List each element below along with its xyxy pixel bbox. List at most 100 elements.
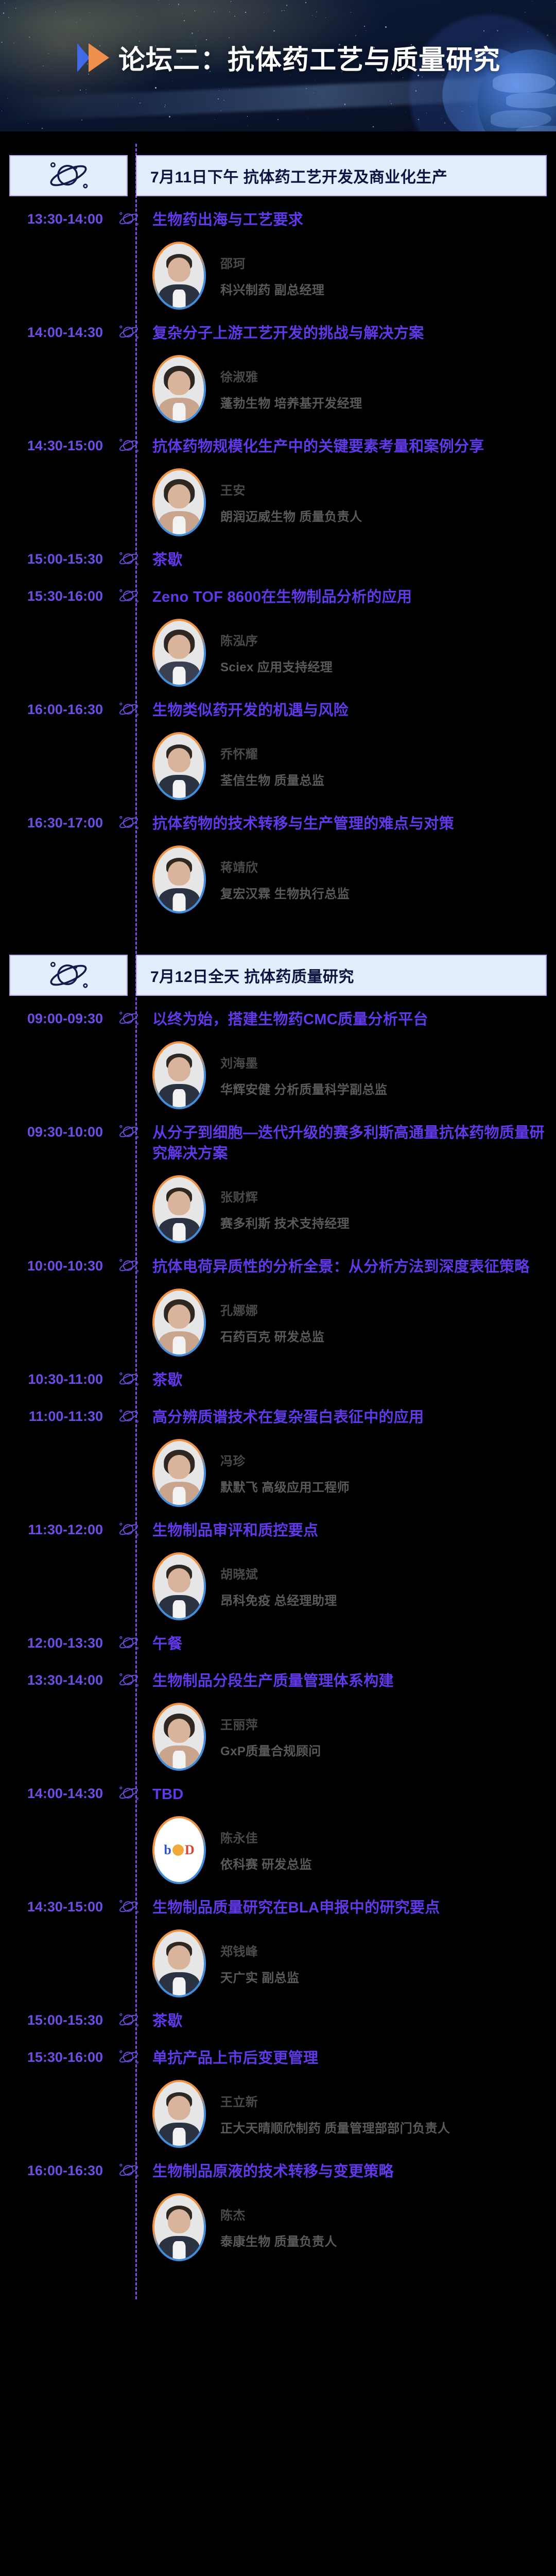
session-title[interactable]: 抗体电荷异质性的分析全景：从分析方法到深度表征策略	[152, 1259, 530, 1275]
speaker-name: 乔怀耀	[220, 748, 258, 761]
session-body: 抗体电荷异质性的分析全景：从分析方法到深度表征策略孔娜娜石药百克 研发总监	[145, 1257, 547, 1357]
session-title[interactable]: 茶歇	[152, 552, 183, 568]
session-time: 13:30-14:00	[27, 211, 103, 227]
session-body: 午餐	[145, 1634, 547, 1654]
session-body: 茶歇	[145, 550, 547, 570]
session-title[interactable]: 生物药出海与工艺要求	[152, 212, 304, 228]
session-body: 茶歇	[145, 2011, 547, 2031]
saturn-planet-icon	[117, 1258, 141, 1274]
session-title[interactable]: 午餐	[152, 1636, 183, 1652]
session-row[interactable]: 15:00-15:30 茶歇	[0, 536, 556, 573]
avatar	[152, 1439, 206, 1507]
day-icon-box	[9, 955, 128, 996]
session-title[interactable]: 复杂分子上游工艺开发的挑战与解决方案	[152, 325, 424, 342]
session-title[interactable]: TBD	[152, 1786, 184, 1803]
saturn-planet-icon	[117, 1521, 141, 1538]
session-title[interactable]: 从分子到细胞—迭代升级的赛多利斯高通量抗体药物质量研究解决方案	[152, 1125, 545, 1162]
saturn-planet-icon	[45, 160, 92, 192]
session-title[interactable]: 以终为始，搭建生物药CMC质量分析平台	[152, 1011, 428, 1028]
speaker-block: 冯珍默默飞 高级应用工程师	[152, 1439, 547, 1507]
speaker-text: 陈永佳依科赛 研发总监	[220, 1828, 312, 1872]
session-time: 15:00-15:30	[27, 551, 103, 567]
session-title[interactable]: 茶歇	[152, 2013, 183, 2029]
session-title[interactable]: 生物制品原液的技术转移与变更策略	[152, 2163, 394, 2180]
saturn-planet-icon	[117, 2012, 141, 2028]
session-title[interactable]: 生物类似药开发的机遇与风险	[152, 702, 349, 719]
speaker-org: 科兴制药 副总经理	[220, 283, 325, 297]
speaker-text: 陈杰泰康生物 质量负责人	[220, 2205, 337, 2249]
saturn-planet-icon	[117, 324, 141, 341]
speaker-text: 刘海墨华辉安健 分析质量科学副总监	[220, 1053, 387, 1097]
session-title[interactable]: 抗体药物的技术转移与生产管理的难点与对策	[152, 816, 455, 832]
timeline-node	[112, 814, 145, 831]
avatar	[152, 2080, 206, 2148]
session-title[interactable]: 生物制品分段生产质量管理体系构建	[152, 1673, 394, 1689]
avatar	[152, 242, 206, 310]
saturn-planet-icon	[117, 1672, 141, 1688]
day-header: 7月12日全天 抗体药质量研究	[0, 943, 556, 996]
session-time: 14:30-15:00	[27, 1899, 103, 1914]
session-body: 抗体药物的技术转移与生产管理的难点与对策蒋靖欣复宏汉霖 生物执行总监	[145, 814, 547, 913]
avatar	[152, 1552, 206, 1620]
speaker-org: 复宏汉霖 生物执行总监	[220, 887, 350, 901]
timeline-node	[112, 1407, 145, 1425]
timeline-node	[112, 1520, 145, 1538]
saturn-planet-icon	[117, 1371, 141, 1387]
session-title[interactable]: 高分辨质谱技术在复杂蛋白表征中的应用	[152, 1409, 424, 1426]
session-body: 高分辨质谱技术在复杂蛋白表征中的应用冯珍默默飞 高级应用工程师	[145, 1407, 547, 1507]
saturn-planet-icon	[117, 211, 141, 227]
timeline-node	[112, 1897, 145, 1915]
session-title[interactable]: 生物制品质量研究在BLA申报中的研究要点	[152, 1900, 440, 1916]
session-time: 14:00-14:30	[27, 1786, 103, 1801]
avatar	[152, 1289, 206, 1357]
speaker-name: 陈泓序	[220, 634, 258, 648]
speaker-name: 郑钱峰	[220, 1945, 258, 1959]
session-row[interactable]: 16:00-16:30 生物类似药开发的机遇与风险乔怀耀荃信生物 质量总监	[0, 687, 556, 800]
saturn-planet-icon	[117, 2162, 141, 2179]
speaker-block: 孔娜娜石药百克 研发总监	[152, 1289, 547, 1357]
session-title[interactable]: Zeno TOF 8600在生物制品分析的应用	[152, 589, 412, 605]
timeline-node	[112, 1634, 145, 1651]
session-row[interactable]: 09:00-09:30 以终为始，搭建生物药CMC质量分析平台刘海墨华辉安健 分析…	[0, 996, 556, 1109]
speaker-org: 泰康生物 质量负责人	[220, 2235, 337, 2249]
session-time: 09:00-09:30	[27, 1011, 103, 1026]
session-title[interactable]: 生物制品审评和质控要点	[152, 1522, 319, 1539]
session-title[interactable]: 抗体药物规模化生产中的关键要素考量和案例分享	[152, 438, 484, 455]
saturn-planet-icon	[117, 1010, 141, 1027]
session-body: 茶歇	[145, 1370, 547, 1391]
session-time: 15:30-16:00	[27, 588, 103, 604]
speaker-block: 乔怀耀荃信生物 质量总监	[152, 732, 547, 800]
session-title[interactable]: 茶歇	[152, 1372, 183, 1388]
session-time: 11:30-12:00	[28, 1522, 103, 1537]
session-time: 16:00-16:30	[27, 702, 103, 717]
speaker-org: 昂科免疫 总经理助理	[220, 1594, 337, 1608]
speaker-block: 徐淑雅蓬勃生物 培养基开发经理	[152, 355, 547, 423]
timeline-node	[112, 1370, 145, 1387]
day-icon-box	[9, 155, 128, 196]
hero-banner: 论坛二：抗体药工艺与质量研究	[0, 0, 556, 131]
saturn-planet-icon	[117, 1635, 141, 1651]
day-title: 7月12日全天 抗体药质量研究	[150, 969, 354, 986]
session-title[interactable]: 单抗产品上市后变更管理	[152, 2050, 319, 2066]
